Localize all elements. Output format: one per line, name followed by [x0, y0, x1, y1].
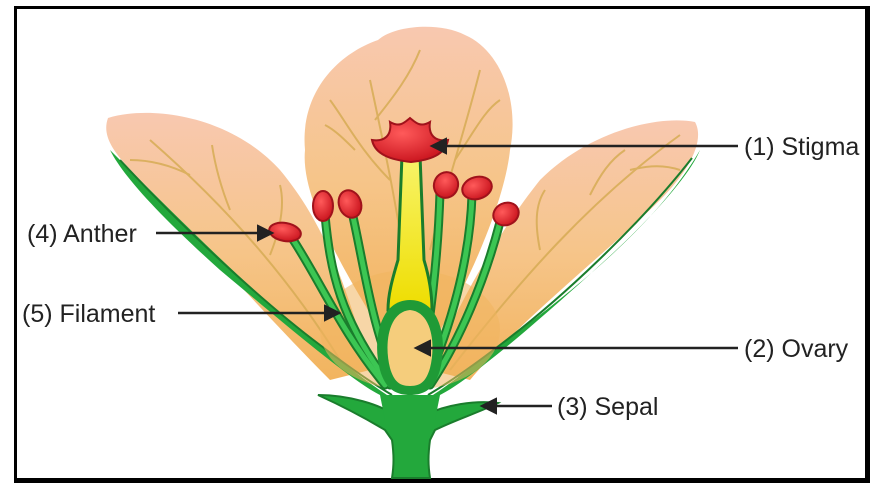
label-sepal: (3) Sepal	[557, 393, 658, 421]
label-filament: (5) Filament	[22, 300, 155, 328]
label-stigma: (1) Stigma	[744, 133, 859, 161]
label-anther: (4) Anther	[27, 220, 137, 248]
label-ovary: (2) Ovary	[744, 335, 849, 363]
anther-2	[313, 191, 333, 221]
sepal-and-stem	[318, 395, 498, 478]
